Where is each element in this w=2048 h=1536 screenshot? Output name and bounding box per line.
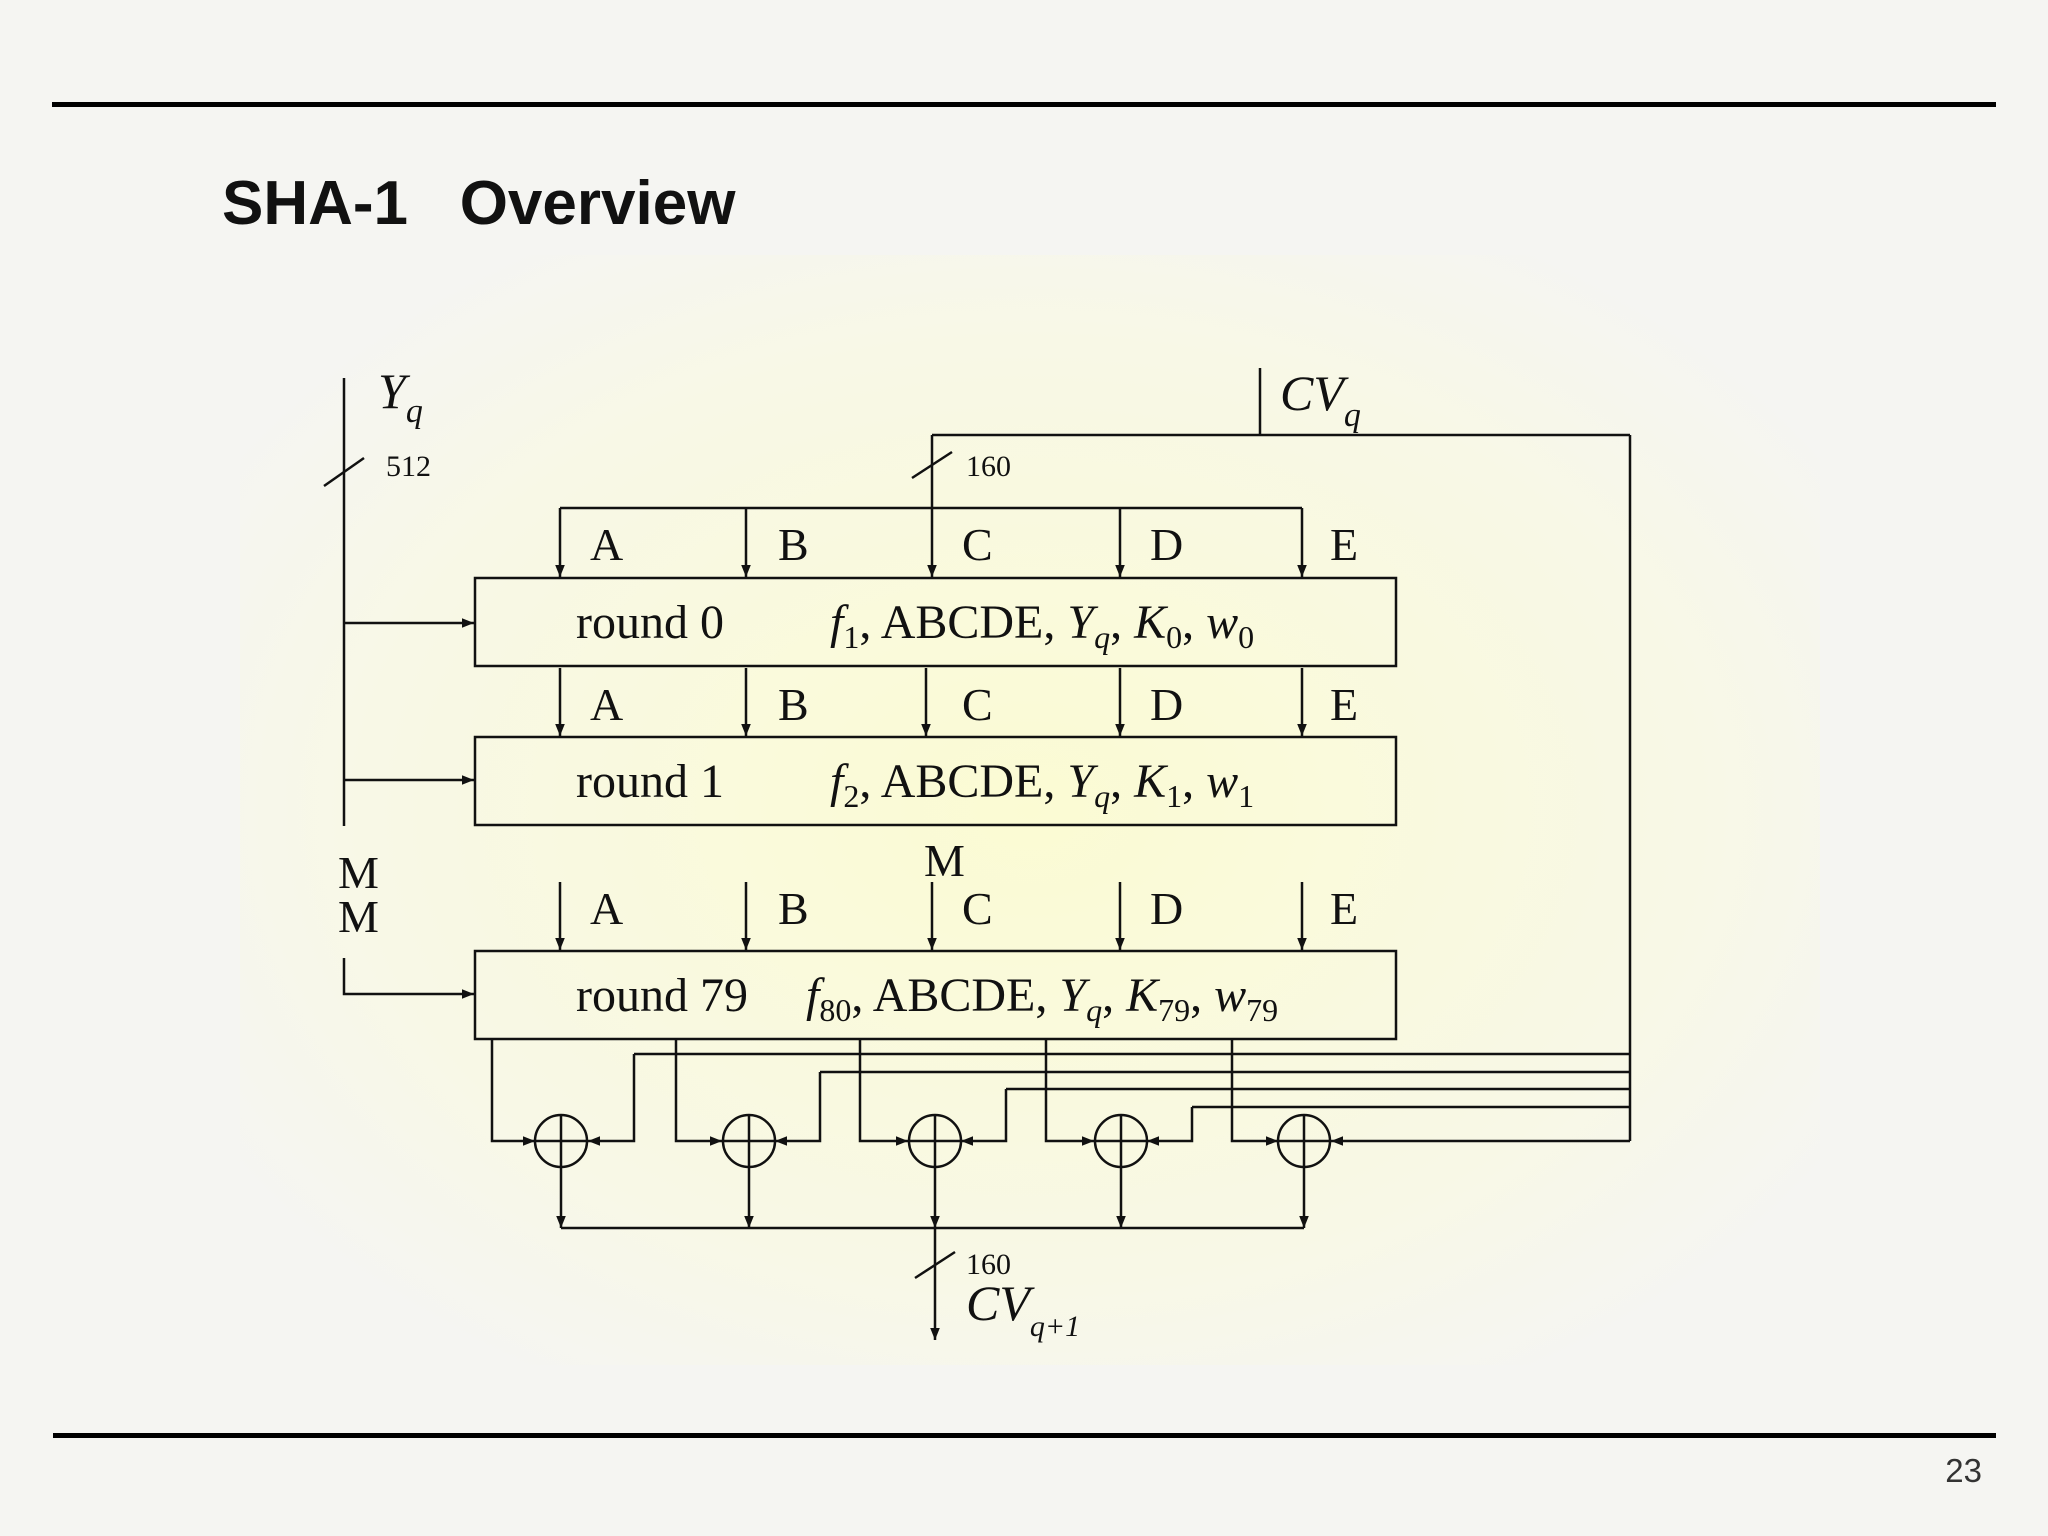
cvq-label: CVq	[1280, 365, 1361, 434]
adder-d	[1093, 1113, 1149, 1169]
yq-width-label: 512	[386, 450, 431, 483]
reg-label-d: D	[1150, 679, 1183, 730]
adder-a	[533, 1113, 589, 1169]
round79-label: round 79	[576, 969, 748, 1022]
ff-to-adder-d	[1147, 1107, 1194, 1146]
round1-box	[473, 735, 1398, 827]
ellipsis-center: M	[924, 835, 965, 886]
round0-box	[473, 576, 1398, 668]
round79-box	[473, 949, 1398, 1041]
cvq1-width-slash	[914, 1250, 956, 1280]
yq-width-slash	[323, 456, 365, 488]
reg-label-e: E	[1330, 883, 1358, 934]
out-c-to-adder	[858, 1039, 908, 1146]
out-b-to-adder	[674, 1039, 722, 1146]
adder-e	[1276, 1113, 1332, 1169]
top-rule	[52, 102, 1996, 107]
ff-to-adder-a	[588, 1054, 636, 1146]
round1-label: round 1	[576, 755, 724, 808]
reg-label-b: B	[778, 519, 809, 570]
cvq1-label: CVq+1	[966, 1275, 1080, 1343]
page-number: 23	[1945, 1452, 1982, 1489]
adder-b	[721, 1113, 777, 1169]
round0-params: f1, ABCDE, Yq, K0, w0	[830, 596, 1254, 655]
ff-to-adder-b	[775, 1072, 822, 1146]
out-e-to-adder	[1230, 1039, 1278, 1146]
ff-to-adder-c	[961, 1089, 1008, 1146]
ellipsis-left-1: M	[338, 847, 379, 898]
reg-label-c: C	[962, 883, 993, 934]
bottom-rule	[53, 1433, 1996, 1438]
cvq-width-slash	[911, 450, 953, 480]
adder-c	[907, 1113, 963, 1169]
round1-params: f2, ABCDE, Yq, K1, w1	[830, 755, 1254, 814]
reg-label-e: E	[1330, 519, 1358, 570]
out-a-to-adder	[490, 1039, 535, 1146]
reg-label-d: D	[1150, 519, 1183, 570]
yq-label: Yq	[378, 363, 423, 430]
reg-label-b: B	[778, 679, 809, 730]
reg-label-a: A	[590, 679, 623, 730]
reg-label-b: B	[778, 883, 809, 934]
ellipsis-left-2: M	[338, 891, 379, 942]
reg-label-c: C	[962, 519, 993, 570]
reg-label-a: A	[590, 519, 623, 570]
out-d-to-adder	[1044, 1039, 1094, 1146]
reg-label-e: E	[1330, 679, 1358, 730]
round79-params: f80, ABCDE, Yq, K79, w79	[806, 969, 1278, 1028]
reg-label-a: A	[590, 883, 623, 934]
cvq1-width-label: 160	[966, 1248, 1011, 1281]
diagram-background	[240, 255, 1820, 1365]
slide-title: SHA-1 Overview	[222, 169, 736, 238]
round0-label: round 0	[576, 596, 724, 649]
round79-yq-arrow	[342, 958, 474, 999]
reg-label-d: D	[1150, 883, 1183, 934]
cvq-width-label: 160	[966, 450, 1011, 483]
reg-label-c: C	[962, 679, 993, 730]
